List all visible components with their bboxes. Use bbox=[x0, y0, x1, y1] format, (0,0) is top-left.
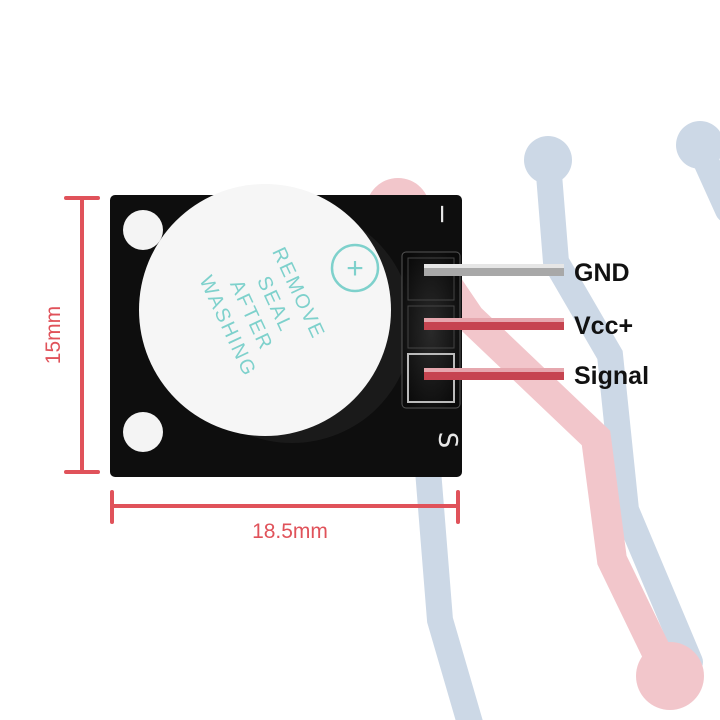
pin-label-vcc: Vcc+ bbox=[574, 312, 633, 340]
height-dimension-label: 15mm bbox=[42, 306, 65, 364]
pin-vcc bbox=[424, 318, 564, 330]
pin-signal bbox=[424, 368, 564, 380]
polarity-plus: + bbox=[346, 252, 364, 285]
mounting-hole-bottom bbox=[123, 412, 163, 452]
pin-gnd bbox=[424, 264, 564, 276]
silkscreen-s: S bbox=[432, 432, 462, 449]
polarity-symbol: + bbox=[330, 243, 380, 293]
blue-trace-left bbox=[535, 149, 703, 675]
pin-label-signal: Signal bbox=[574, 362, 649, 390]
pins bbox=[424, 264, 564, 380]
red-trace-node-bottom bbox=[636, 642, 704, 710]
blue-trace-bottom bbox=[415, 457, 483, 720]
blue-trace-node-right bbox=[676, 121, 720, 169]
buzzer: + REMOVE SEAL AFTER WASHING bbox=[139, 184, 412, 443]
mounting-hole-top bbox=[123, 210, 163, 250]
silkscreen-minus: − bbox=[427, 203, 457, 225]
buzzer-sticker bbox=[139, 184, 391, 436]
height-dimension bbox=[64, 196, 100, 474]
pin-label-gnd: GND bbox=[574, 259, 630, 287]
width-dimension bbox=[110, 490, 460, 524]
width-dimension-label: 18.5mm bbox=[252, 520, 328, 543]
blue-trace-node-left bbox=[524, 136, 572, 184]
